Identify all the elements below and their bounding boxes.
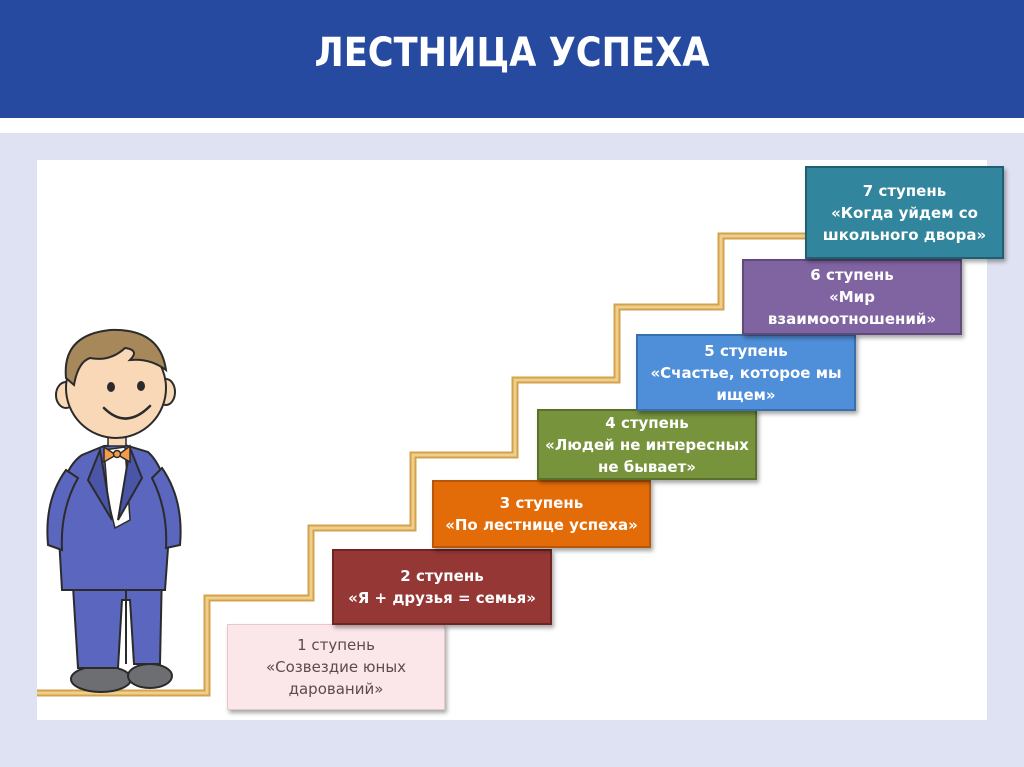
- slide-title: ЛЕСТНИЦА УСПЕХА: [314, 30, 710, 76]
- step-7-text: «Когда уйдем со: [831, 203, 978, 222]
- step-7-box: 7 ступень «Когда уйдем со школьного двор…: [805, 166, 1004, 259]
- step-7-label: 7 ступень: [862, 181, 947, 200]
- step-6-box: 6 ступень «Мир взаимоотношений»: [742, 259, 962, 335]
- step-4-label: 4 ступень: [605, 413, 689, 432]
- step-2-box: 2 ступень «Я + друзья = семья»: [332, 549, 552, 625]
- title-bar: ЛЕСТНИЦА УСПЕХА: [0, 0, 1024, 118]
- step-2-text: «Я + друзья = семья»: [348, 589, 536, 607]
- step-5-text-cont: ищем»: [716, 385, 776, 404]
- step-3-box: 3 ступень «По лестнице успеха»: [432, 480, 651, 548]
- step-7-text-cont: школьного двора»: [822, 225, 987, 244]
- boy-figure: [46, 328, 182, 693]
- step-6-text-cont: взаимоотношений»: [767, 310, 937, 328]
- step-5-box: 5 ступень «Счастье, которое мы ищем»: [636, 334, 856, 411]
- step-2-label: 2 ступень: [400, 567, 484, 585]
- step-4-box: 4 ступень «Людей не интересных не бывает…: [537, 409, 757, 480]
- step-6-label: 6 ступень: [810, 266, 894, 284]
- step-4-text: «Людей не интересных: [545, 435, 749, 454]
- step-5-text: «Счастье, которое мы: [650, 363, 842, 382]
- step-1-text-cont: дарований»: [288, 680, 384, 698]
- step-1-text: «Созвездие юных: [265, 658, 407, 676]
- step-5-label: 5 ступень: [704, 341, 788, 360]
- step-3-text: «По лестнице успеха»: [445, 516, 638, 534]
- step-1-box: 1 ступень «Созвездие юных дарований»: [227, 624, 445, 710]
- step-6-text: «Мир: [829, 288, 875, 306]
- step-3-label: 3 ступень: [499, 494, 584, 512]
- step-4-text-cont: не бывает»: [598, 457, 696, 476]
- step-1-label: 1 ступень: [297, 636, 375, 654]
